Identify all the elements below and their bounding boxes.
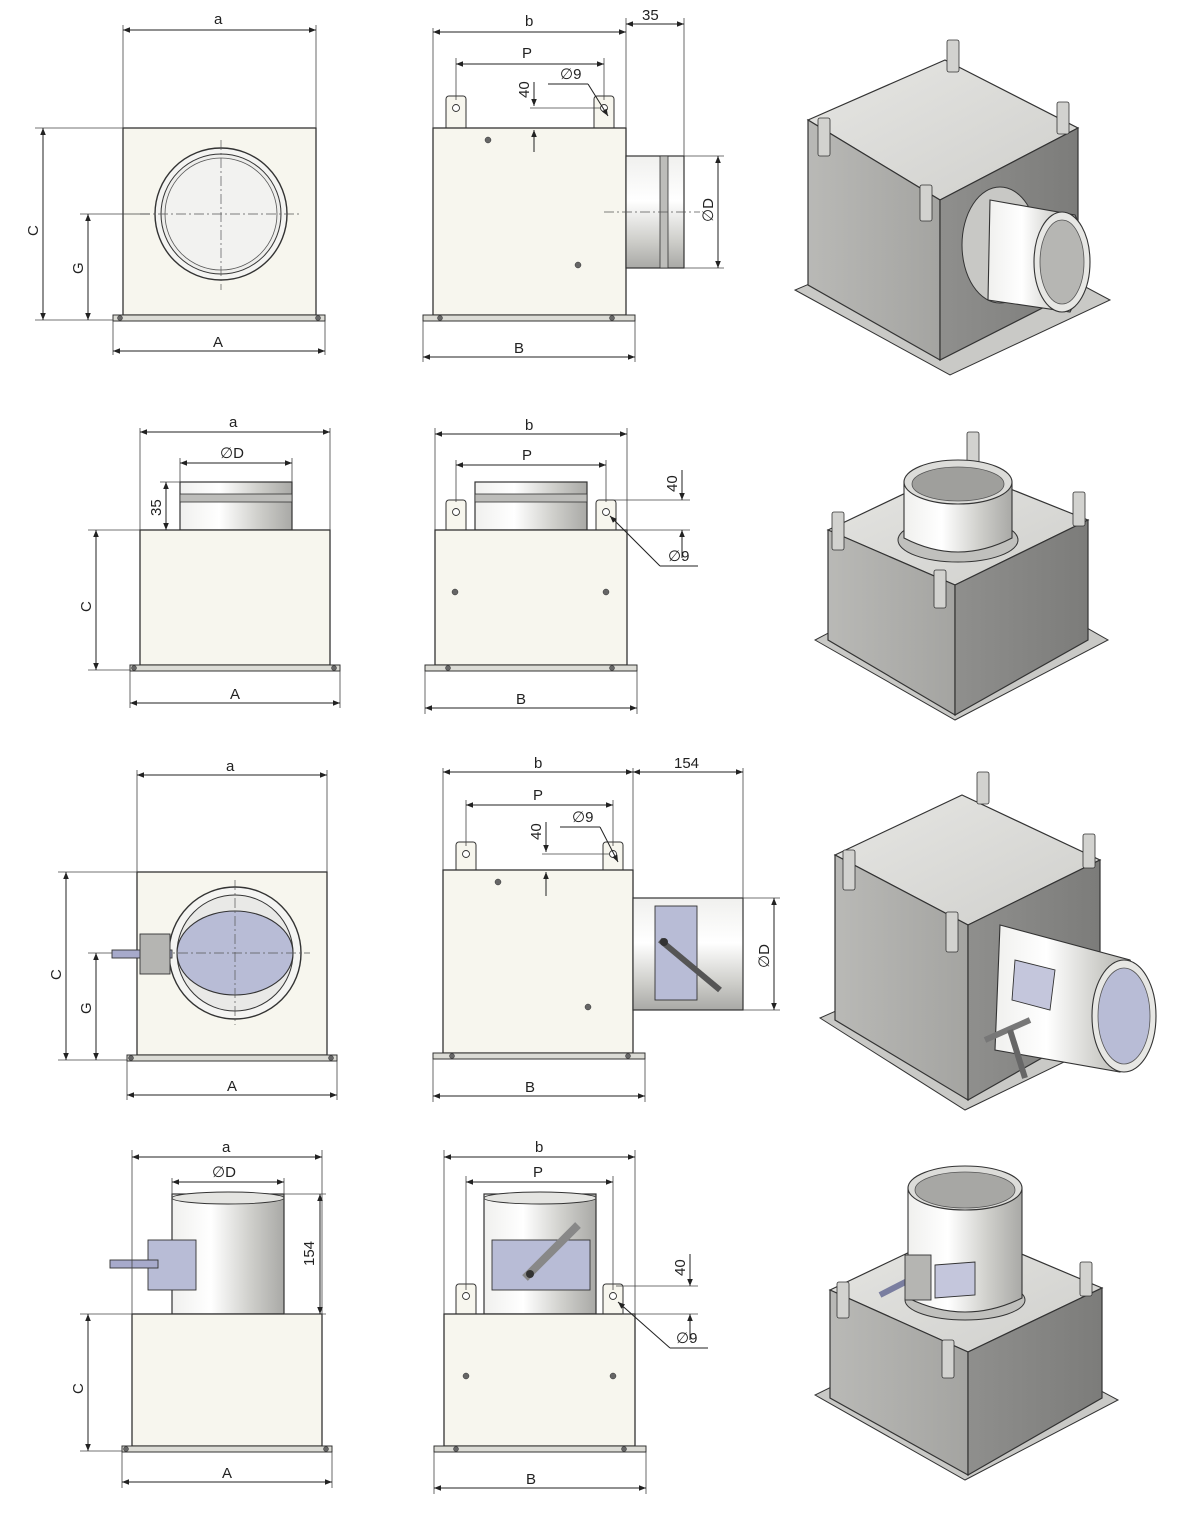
dim-B: B (514, 340, 524, 357)
row2-isometric-render (813, 431, 1110, 721)
row1-isometric-render (793, 39, 1112, 376)
dim-P: P (522, 447, 532, 464)
row2-front-view: a ∅D 35 C A (78, 414, 341, 708)
dim-C: C (48, 969, 65, 980)
dim-C: C (25, 225, 42, 236)
dim-b: b (525, 13, 533, 30)
dim-B: B (516, 691, 526, 708)
dim-hole: ∅9 (560, 66, 581, 83)
row4-isometric-render (813, 1165, 1120, 1481)
dim-b: b (525, 417, 533, 434)
dim-spigot-diameter: ∅D (220, 445, 244, 462)
row2-side-view: b P 40 ∅9 B (424, 417, 698, 714)
dim-spigot-diameter: ∅D (756, 944, 773, 968)
row1-side-view: b 35 P 40 ∅9 ∅D B (422, 7, 724, 362)
row4-side-view: b P 40 ∅9 B (433, 1139, 708, 1494)
dim-hole: ∅9 (668, 548, 689, 565)
dim-spigot-length: 154 (301, 1241, 318, 1266)
dim-G: G (70, 262, 87, 274)
dim-spigot-length: 154 (674, 755, 699, 772)
dim-C: C (78, 601, 95, 612)
dim-offset: 40 (664, 475, 681, 492)
dim-P: P (533, 787, 543, 804)
dim-B: B (526, 1471, 536, 1488)
dim-spigot-length: 35 (148, 499, 165, 516)
dim-A: A (213, 334, 223, 351)
dim-spigot-diameter: ∅D (700, 198, 717, 222)
dim-A: A (227, 1078, 237, 1095)
dim-A: A (222, 1465, 232, 1482)
dim-C: C (70, 1383, 87, 1394)
dim-a: a (214, 11, 223, 28)
dim-offset: 40 (516, 81, 533, 98)
dim-b: b (535, 1139, 543, 1156)
dim-a: a (226, 758, 235, 775)
dim-b: b (534, 755, 542, 772)
dim-a: a (229, 414, 238, 431)
row1-front-view: a A C G (25, 11, 326, 355)
dim-P: P (522, 45, 532, 62)
dim-P: P (533, 1164, 543, 1181)
dim-G: G (78, 1002, 95, 1014)
dim-A: A (230, 686, 240, 703)
dim-spigot-diameter: ∅D (212, 1164, 236, 1181)
dim-hole: ∅9 (676, 1330, 697, 1347)
dim-spigot-length: 35 (642, 7, 659, 24)
dim-hole: ∅9 (572, 809, 593, 826)
dim-offset: 40 (528, 823, 545, 840)
dim-offset: 40 (672, 1259, 689, 1276)
row4-front-view: a ∅D 154 C A (70, 1139, 333, 1488)
row3-isometric-render (818, 771, 1157, 1111)
dim-a: a (222, 1139, 231, 1156)
dim-B: B (525, 1079, 535, 1096)
row3-side-view: b 154 P 40 ∅9 ∅D B (432, 755, 780, 1102)
row3-front-view: a C G A (48, 758, 338, 1100)
